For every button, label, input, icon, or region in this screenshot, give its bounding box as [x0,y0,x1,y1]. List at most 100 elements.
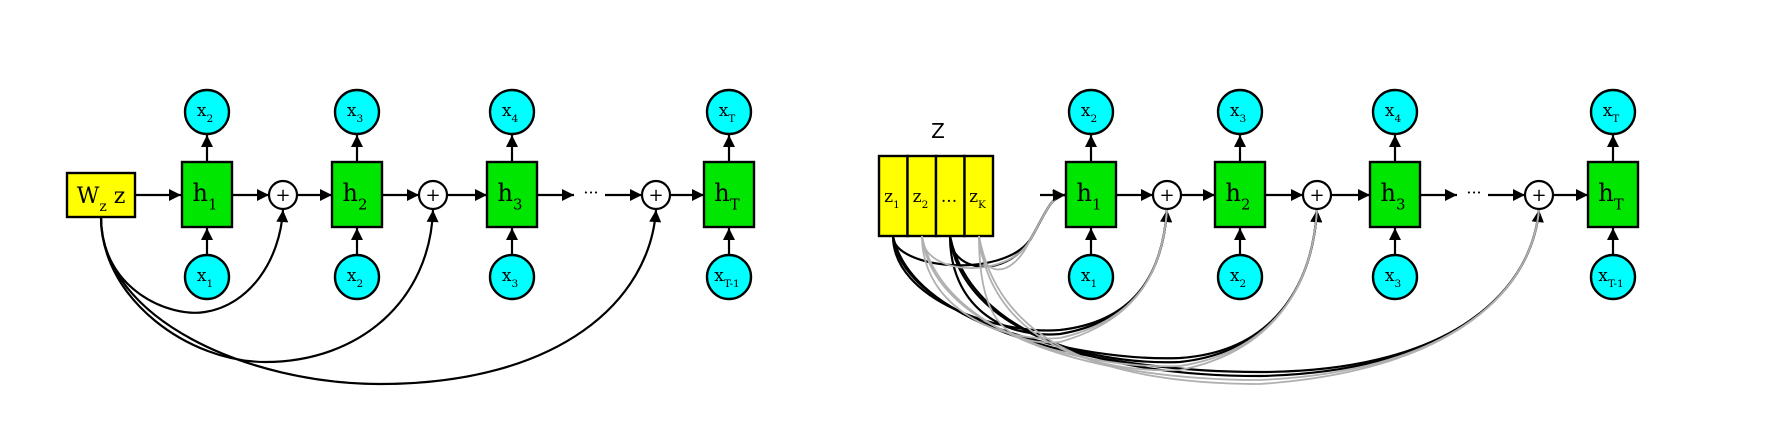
output-circle [1216,88,1264,136]
z-cell-label-4: zK [969,187,987,211]
hidden-state-label-sub: 2 [1241,195,1250,213]
hidden-state-label-sub: 1 [208,195,217,213]
output-circle [1371,88,1419,136]
output-label: x2 [1081,101,1097,125]
input-label: x1 [197,266,213,290]
hidden-state-box [1064,160,1118,229]
hidden-state-label-sub: 3 [1396,195,1405,213]
output-circle [488,88,536,136]
input-label-main: x [502,266,512,286]
plus-symbol: + [1531,185,1546,206]
hidden-state-label: h1 [193,179,218,213]
input-box-label-main: W [77,184,100,209]
input-label-sub: 3 [511,278,518,290]
hidden-state-label-main: h [1381,179,1396,207]
input-label-sub: 1 [206,278,213,290]
input-label-main: x [1230,266,1240,286]
input-label: x1 [1081,266,1097,290]
z-cell-label-2-sub: 2 [922,199,929,211]
plus-node-3: + [1523,179,1555,211]
hidden-state-label: hT [1598,179,1623,213]
output-label-main: x [1385,101,1395,121]
output-label-sub: T [1612,113,1619,125]
hidden-state-label: h2 [1226,179,1251,213]
output-node-1: x2 [183,88,231,136]
hidden-state-label-main: h [193,179,208,207]
hidden-state-label-sub: 3 [513,195,522,213]
plus-symbol: + [1159,185,1174,206]
z-cell-label-1-main: z [884,187,893,207]
output-label-main: x [1081,101,1091,121]
output-label-sub: 4 [1394,113,1401,125]
curve-zK-to-plus2 [978,209,1318,372]
output-node-1: x2 [1067,88,1115,136]
z-cell-label-2-main: z [913,187,922,207]
output-label: x2 [197,101,213,125]
output-circle [333,88,381,136]
hidden-state-label-main: h [714,179,729,207]
output-node-4: xT [705,88,753,136]
output-label: xT [1603,101,1620,125]
plus-node-3: + [640,179,672,211]
z-cell-label-2: z2 [913,187,929,211]
hidden-state-label-sub: 1 [1092,195,1101,213]
output-label-main: x [1603,101,1613,121]
input-box-label-suffix: z [107,184,126,209]
hidden-node-4: hT [702,160,756,229]
input-label-main: x [1385,266,1395,286]
output-label: x4 [1385,101,1402,125]
hidden-state-label-sub: 2 [358,195,367,213]
hidden-state-label-main: h [1598,179,1613,207]
output-label: xT [719,101,736,125]
input-label-main: x [714,266,724,286]
input-label-main: x [1598,266,1608,286]
output-label: x3 [1230,101,1246,125]
curve-zK-to-plus3 [978,209,1540,385]
output-node-4: xT [1589,88,1637,136]
hidden-node-3: h3 [485,160,539,229]
input-label-sub: 2 [356,278,363,290]
hidden-state-box [1586,160,1640,229]
output-circle [1589,88,1637,136]
input-label: x3 [502,266,518,290]
input-node-1: x1 [183,253,231,301]
plus-node-2: + [417,179,449,211]
input-node-3: x3 [488,253,536,301]
hidden-node-1: h1 [180,160,234,229]
input-label: x2 [347,266,363,290]
output-label-main: x [719,101,729,121]
hidden-node-3: h3 [1368,160,1422,229]
output-circle [183,88,231,136]
plus-symbol: + [425,185,440,206]
hidden-state-label-sub: T [730,195,740,213]
hidden-state-label: h3 [498,179,523,213]
output-node-3: x4 [1371,88,1419,136]
curve-zdots-to-plus2 [948,209,1323,364]
output-label-sub: 3 [1239,113,1246,125]
input-box-wz: Wz z [65,171,137,219]
plus-node-1: + [267,179,299,211]
z-cell-label-4-main: z [969,187,978,207]
z-cell-label-3: ... [941,187,957,207]
input-label: x3 [1385,266,1401,290]
input-label: xT-1 [714,266,740,290]
z-title: Z [931,119,945,143]
plus-node-2: + [1301,179,1333,211]
hidden-state-label-main: h [1226,179,1241,207]
ellipsis: ··· [583,183,598,202]
hidden-state-label-main: h [343,179,358,207]
input-node-2: x2 [333,253,381,301]
hidden-node-1: h1 [1064,160,1118,229]
input-node-4: xT-1 [705,253,753,301]
hidden-node-2: h2 [1213,160,1267,229]
input-label-main: x [1081,266,1091,286]
input-label-sub: 2 [1239,278,1246,290]
input-box-label: Wz z [77,184,126,215]
hidden-state-box [702,160,756,229]
input-node-1: x1 [1067,253,1115,301]
hidden-state-box [330,160,384,229]
